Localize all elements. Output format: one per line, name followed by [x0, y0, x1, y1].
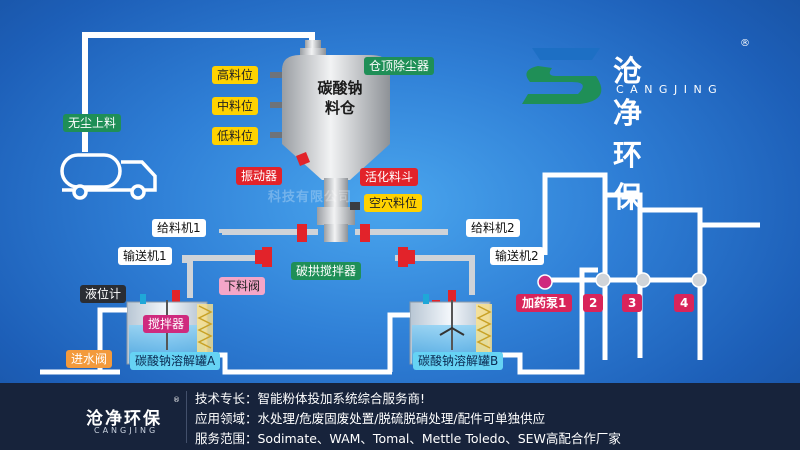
footer-bar: [0, 383, 800, 450]
low-level-label: 低料位: [212, 127, 259, 145]
pump-3-label: 3: [622, 294, 643, 312]
watermark: 科技有限公司: [268, 190, 353, 205]
brand-name-en: CANGJING: [616, 83, 724, 96]
pump-4-label: 4: [674, 294, 695, 312]
arch-breaker-label: 破拱搅拌器: [291, 262, 362, 280]
registered-mark: ®: [740, 38, 750, 49]
dust-collector-label: 仓顶除尘器: [364, 57, 435, 75]
footer-registered-mark: ®: [173, 396, 180, 404]
footer-divider: [186, 391, 187, 443]
footer-expertise: 技术专长：智能粉体投加系统综合服务商!: [195, 391, 426, 406]
footer-brand-cn: 沧净环保: [86, 409, 162, 429]
silo-label: 碳酸钠 料仓: [300, 78, 380, 118]
footer-brand-en: CANGJING: [94, 426, 159, 435]
logo-icon: [522, 48, 602, 104]
inlet-valve-label: 进水阀: [66, 350, 113, 368]
conveyor-1-label: 输送机1: [118, 247, 172, 265]
dosing-manifold: [540, 172, 760, 360]
mid-level-label: 中料位: [212, 97, 259, 115]
footer-service-scope: 服务范围：Sodimate、WAM、Tomal、Mettle Toledo、SE…: [195, 431, 621, 446]
level-gauge-label: 液位计: [80, 285, 127, 303]
pump-1-label: 加药泵1: [516, 294, 573, 312]
dust-free-loading-label: 无尘上料: [63, 114, 122, 132]
tank-b-label: 碳酸钠溶解罐B: [413, 352, 504, 370]
discharge-valve-label: 下料阀: [219, 277, 266, 295]
high-level-label: 高料位: [212, 66, 259, 84]
feeder-1-label: 给料机1: [152, 219, 206, 237]
tanker-truck-icon: [60, 153, 157, 200]
pump-icon: [537, 272, 707, 290]
agitator-label: 搅拌器: [143, 315, 190, 333]
footer-applications: 应用领域：水处理/危废固废处置/脱硫脱硝处理/配件可单独供应: [195, 411, 546, 426]
brand-name-cn: 沧净环保: [613, 54, 645, 214]
activation-hopper-label: 活化料斗: [360, 168, 419, 186]
empty-level-label: 空穴料位: [364, 194, 423, 212]
conveyor-2-label: 输送机2: [490, 247, 544, 265]
silo-label-line1: 碳酸钠: [317, 79, 363, 97]
feeder-2-label: 给料机2: [466, 219, 520, 237]
silo-label-line2: 料仓: [324, 99, 355, 117]
feeder-pipes: [182, 229, 475, 298]
silo-icon: [270, 40, 390, 242]
pump-2-label: 2: [583, 294, 604, 312]
tank-a-label: 碳酸钠溶解罐A: [130, 352, 221, 370]
vibrator-label: 振动器: [236, 167, 283, 185]
